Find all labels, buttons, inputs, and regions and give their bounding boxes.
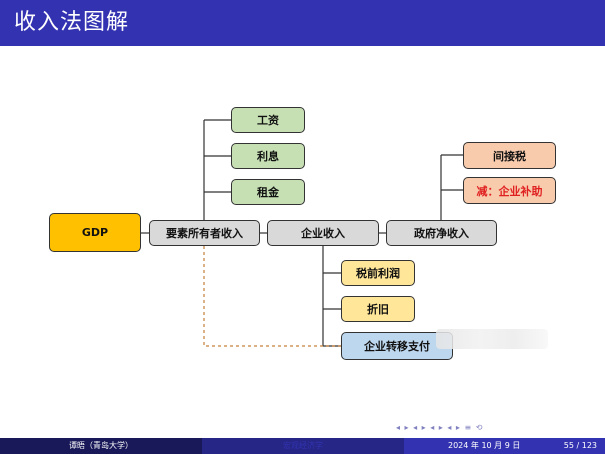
slide-title: 收入法图解 xyxy=(14,10,130,35)
title-bar: 收入法图解 xyxy=(0,0,605,46)
footer-bar: 谭晤（青岛大学） 宏观经济学 2024 年 10 月 9 日 55 / 123 xyxy=(0,438,605,454)
gdp-box: GDP xyxy=(49,213,141,252)
indirect-tax-box: 间接税 xyxy=(463,142,556,169)
minus-subsidy-box: 减：企业补助 xyxy=(463,177,556,204)
depreciation-box: 折旧 xyxy=(341,296,415,322)
wages-box: 工资 xyxy=(231,107,305,133)
footer-course: 宏观经济学 xyxy=(202,438,404,454)
rent-box: 租金 xyxy=(231,179,305,205)
enterprise-income-box: 企业收入 xyxy=(267,220,379,246)
connector-dashed-transfer xyxy=(203,246,341,347)
blurred-region xyxy=(436,329,548,349)
interest-box: 利息 xyxy=(231,143,305,169)
footer-date: 2024 年 10 月 9 日 xyxy=(448,441,521,450)
footer-author: 谭晤（青岛大学） xyxy=(0,438,202,454)
transfer-payment-box: 企业转移支付 xyxy=(341,332,453,360)
gov-net-income-box: 政府净收入 xyxy=(386,220,497,246)
pretax-profit-box: 税前利润 xyxy=(341,260,415,286)
factor-income-box: 要素所有者收入 xyxy=(149,220,260,246)
footer-page-number: 55 / 123 xyxy=(563,441,597,450)
slide-navigation-icons[interactable]: ◂ ▸ ◂ ▸ ◂ ▸ ◂ ▸ ≡ ⟲ xyxy=(396,423,484,432)
footer-right: 2024 年 10 月 9 日 55 / 123 xyxy=(404,438,605,454)
